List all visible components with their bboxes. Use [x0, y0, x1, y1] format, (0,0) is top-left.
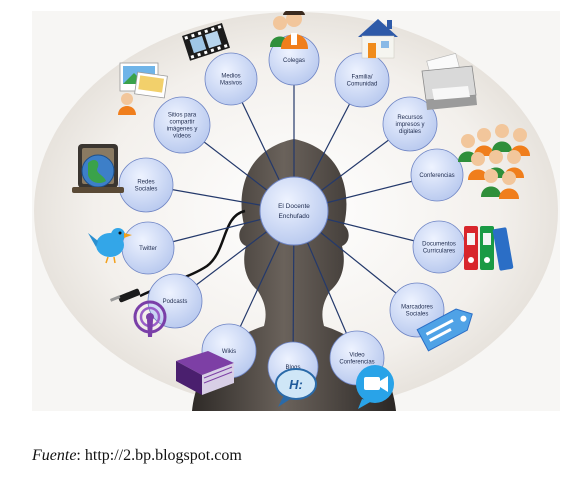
printer-icon	[421, 52, 477, 110]
teacher-network-diagram: MediosMasivosColegasFamilia/ComunidadRec…	[32, 11, 560, 411]
center-label-line-1: El Docente	[278, 203, 310, 210]
svg-text:H:: H:	[289, 377, 303, 392]
node-label: Redes	[137, 180, 154, 186]
node-label: compartir	[169, 120, 194, 126]
node-label: Blogs	[285, 365, 300, 371]
binders-icon	[464, 226, 514, 271]
source-caption: Fuente: http://2.bp.blogspot.com	[32, 447, 242, 465]
wiki-book-icon	[176, 351, 234, 395]
node-label: Documentos	[422, 242, 456, 248]
node-familia-comunidad: Familia/Comunidad	[334, 52, 390, 108]
node-label: Sociales	[135, 187, 158, 193]
node-circle	[118, 157, 174, 213]
node-label: Recursos	[397, 115, 422, 121]
topic-nodes: MediosMasivosColegasFamilia/ComunidadRec…	[118, 34, 466, 393]
node-label: impresos y	[395, 122, 424, 128]
twitter-bird-icon	[88, 228, 132, 264]
film-strip-icon	[182, 23, 230, 61]
node-label: Colegas	[283, 58, 305, 64]
node-label: Medios	[221, 74, 240, 80]
node-label: Comunidad	[347, 82, 378, 88]
node-podcasts: Podcasts	[147, 273, 203, 329]
node-label: Sociales	[406, 312, 429, 318]
node-twitter: Twitter	[121, 221, 175, 275]
node-circle	[153, 96, 211, 154]
node-label: Wikis	[222, 349, 236, 355]
center-label-line-2: Enchufado	[278, 213, 309, 220]
node-label: Masivos	[220, 81, 242, 87]
podcast-icon	[133, 300, 167, 337]
tag-icon	[416, 308, 473, 352]
node-label: vídeos	[173, 134, 191, 140]
center-node: El Docente Enchufado	[259, 176, 329, 246]
node-label: Familia/	[351, 75, 372, 81]
house-icon	[358, 19, 398, 59]
source-label: Fuente	[32, 447, 77, 464]
blog-bubble-icon: H:	[275, 368, 317, 407]
colleagues-icon	[270, 11, 308, 49]
audience-icon	[458, 124, 530, 199]
node-label: Sitios para	[168, 113, 197, 119]
globe-network-icon	[72, 144, 124, 193]
node-circle	[204, 52, 258, 106]
node-circle	[410, 148, 464, 202]
node-label: Marcadores	[401, 305, 433, 311]
node-label: imágenes y	[167, 127, 198, 133]
node-label: Video	[349, 353, 365, 359]
node-label: Curriculares	[423, 249, 455, 255]
node-label: digitales	[399, 129, 421, 135]
node-label: Conferencias	[419, 173, 454, 179]
node-circle	[382, 96, 438, 152]
video-camera-icon	[356, 365, 394, 409]
node-label: Twitter	[139, 246, 157, 252]
photo-share-icon	[118, 62, 168, 115]
node-label: Podcasts	[163, 299, 188, 305]
node-label: Conferencias	[339, 360, 374, 366]
audio-jack-icon	[109, 288, 141, 303]
source-url: : http://2.bp.blogspot.com	[76, 447, 242, 464]
node-conferencias: Conferencias	[410, 148, 464, 202]
